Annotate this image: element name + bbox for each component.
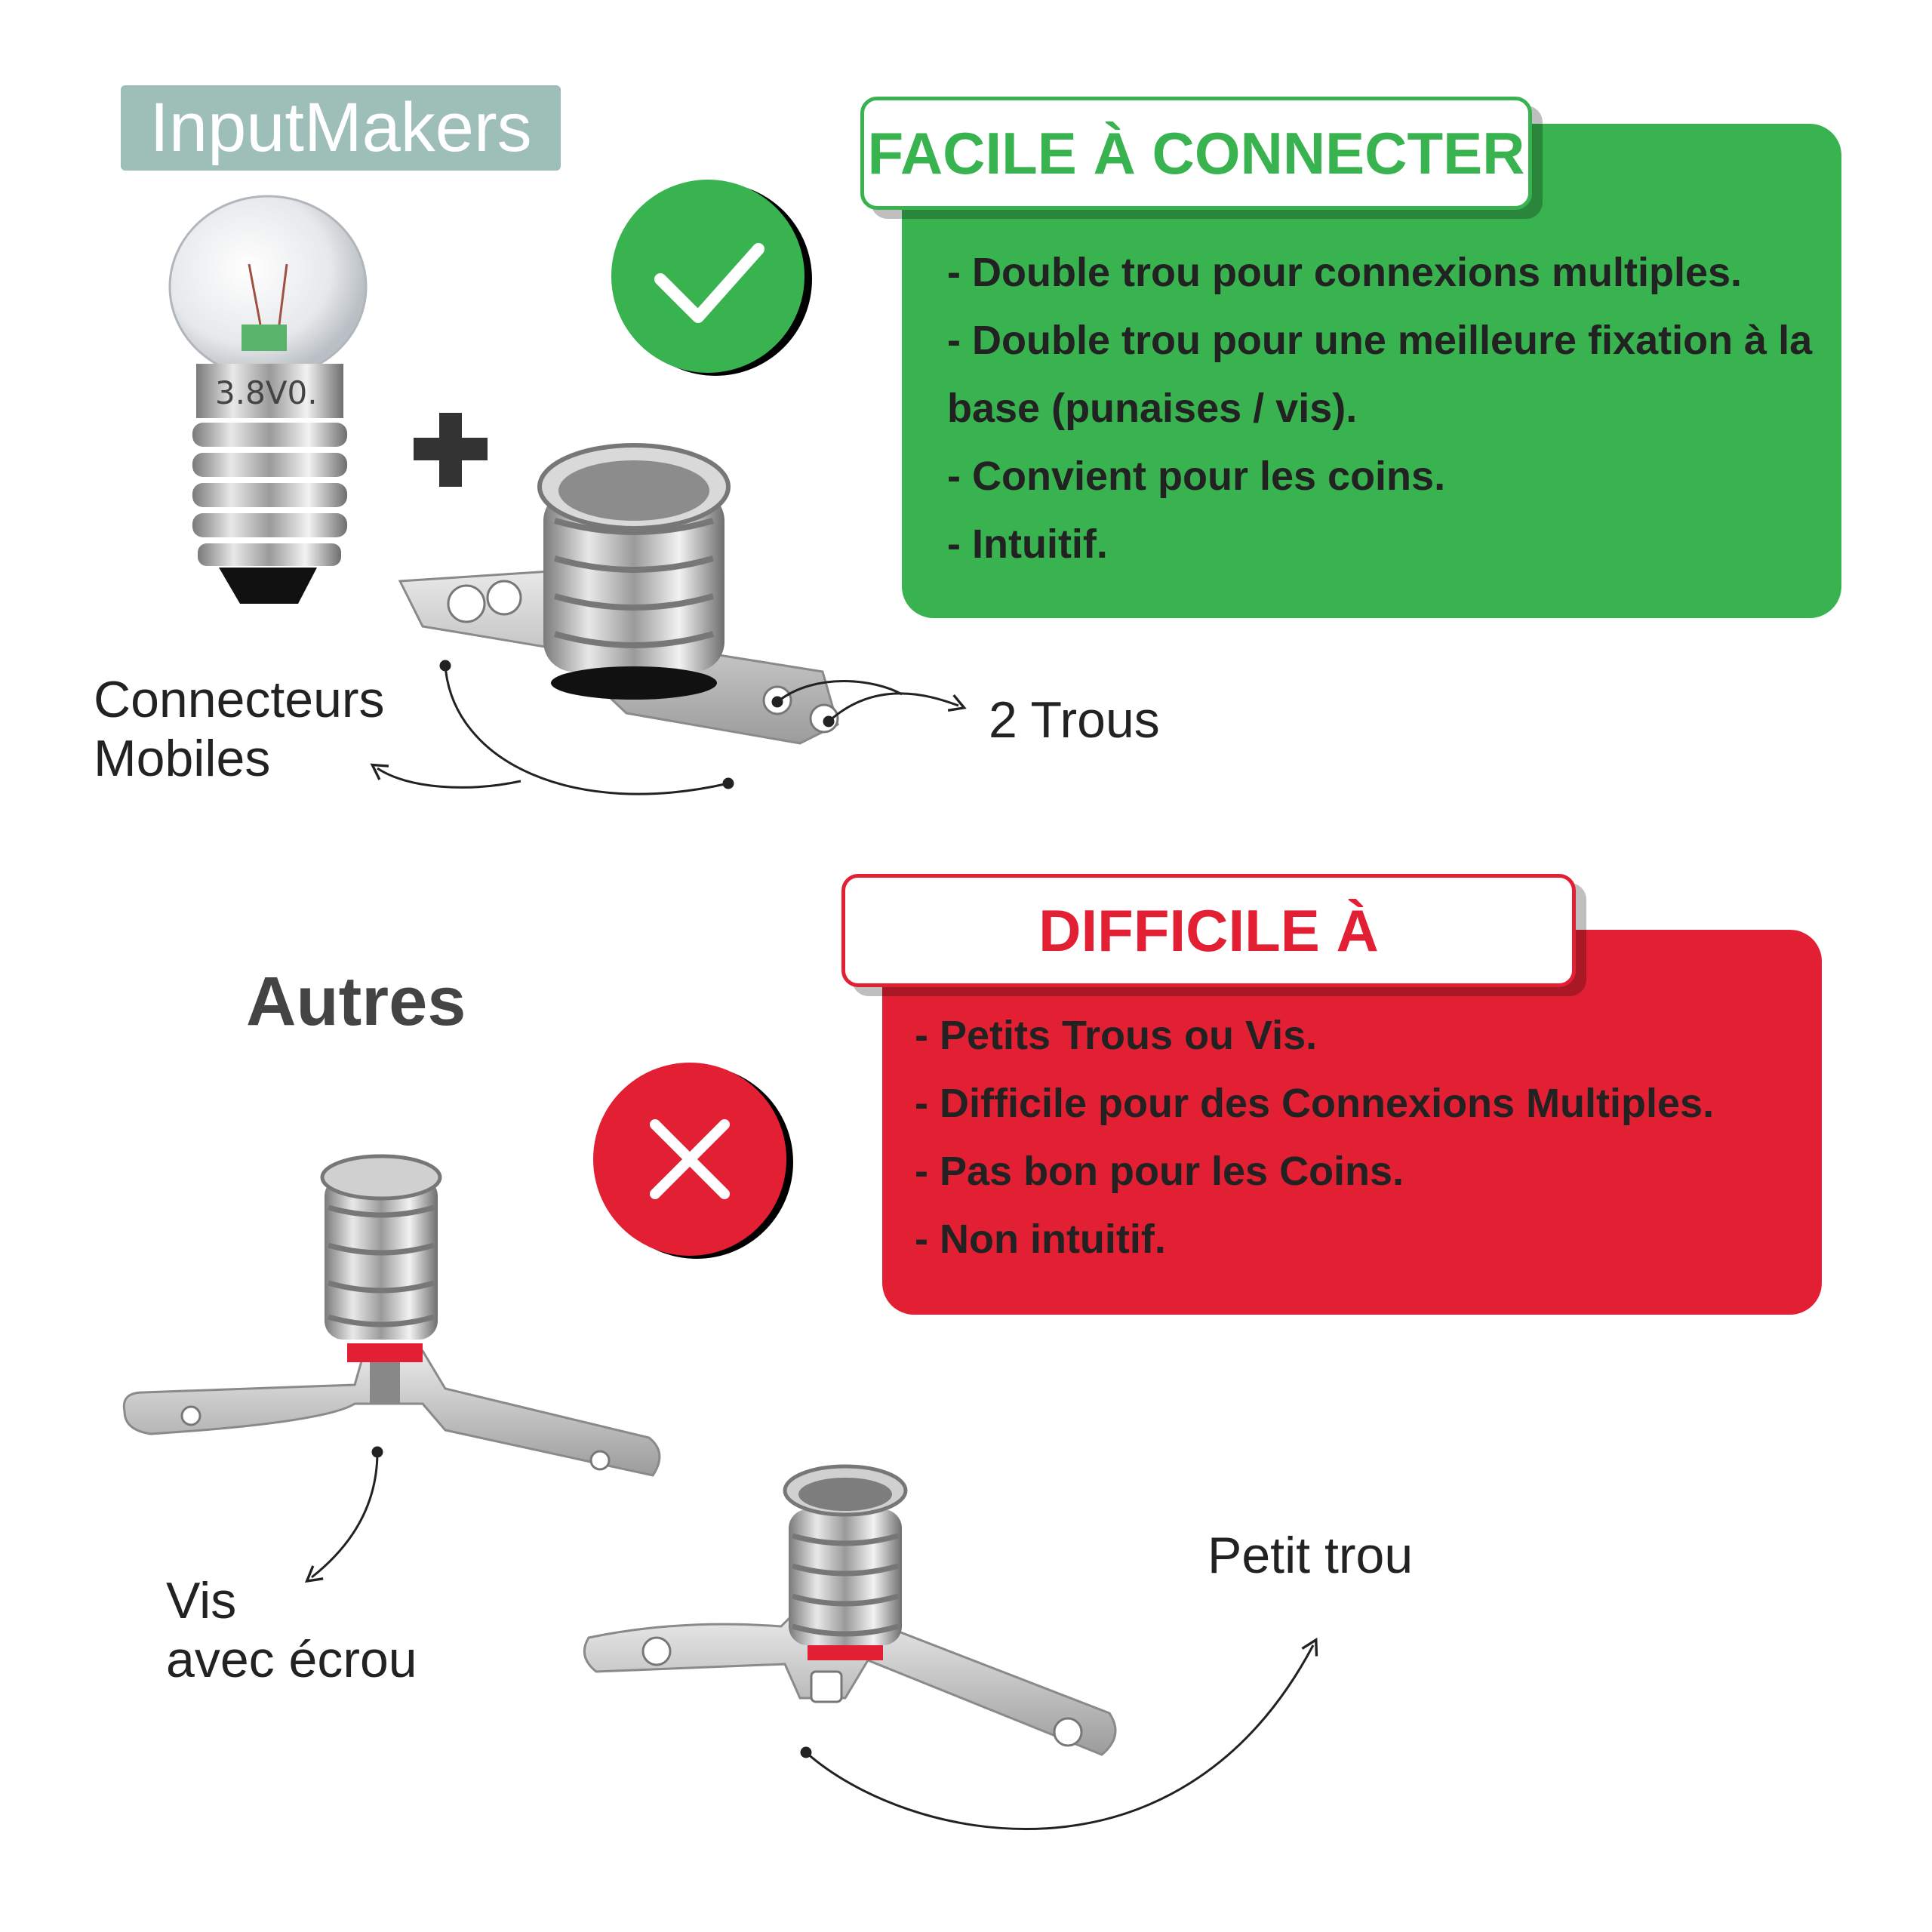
bad-item: - Petits Trous ou Vis. bbox=[915, 1013, 1318, 1058]
label-trous: 2 Trous bbox=[989, 691, 1160, 749]
brand-name: InputMakers bbox=[149, 89, 532, 166]
arrow-petit-trou bbox=[800, 1637, 1318, 1830]
bulb-threads bbox=[192, 423, 347, 566]
bad-item: - Non intuitif. bbox=[915, 1217, 1166, 1262]
label-connecteurs: Connecteurs Mobiles bbox=[94, 670, 385, 788]
good-item: - Double trou pour une meilleure fixatio… bbox=[947, 318, 1813, 431]
good-item: - Double trou pour connexions multiples. bbox=[947, 250, 1743, 295]
label-petit-trou: Petit trou bbox=[1208, 1527, 1414, 1584]
arrow-connecteurs bbox=[370, 660, 734, 795]
bad-list: - Petits Trous ou Vis. - Difficile pour … bbox=[915, 1001, 1805, 1273]
brand-logo: InputMakers bbox=[121, 85, 561, 171]
label-connecteurs-line1: Connecteurs bbox=[94, 671, 385, 728]
label-connecteurs-line2: Mobiles bbox=[94, 730, 271, 787]
good-title: FACILE À CONNECTER bbox=[860, 97, 1532, 210]
bad-panel bbox=[882, 930, 1822, 1315]
good-list: - Double trou pour connexions multiples.… bbox=[947, 238, 1815, 578]
label-vis: Vis avec écrou bbox=[166, 1571, 417, 1689]
good-item: - Convient pour les coins. bbox=[947, 454, 1446, 499]
heading-autres: Autres bbox=[246, 963, 466, 1040]
bad-title: DIFFICILE À CONNECTER bbox=[841, 874, 1576, 1069]
bulb-marking: 3.8V0. bbox=[215, 374, 318, 411]
label-vis-line2: avec écrou bbox=[166, 1631, 417, 1688]
arrow-trous bbox=[771, 680, 967, 728]
plus-icon bbox=[414, 413, 488, 487]
small-hole-socket-image bbox=[583, 1464, 1117, 1756]
label-vis-line1: Vis bbox=[166, 1572, 237, 1629]
good-socket-image bbox=[398, 443, 839, 745]
good-item: - Intuitif. bbox=[947, 521, 1108, 567]
bad-item: - Pas bon pour les Coins. bbox=[915, 1149, 1404, 1194]
cross-icon bbox=[593, 1063, 793, 1259]
arrow-vis bbox=[304, 1446, 383, 1583]
screw-socket-image bbox=[122, 1154, 661, 1477]
check-icon bbox=[611, 180, 812, 376]
bad-item: - Difficile pour des Connexions Multiple… bbox=[915, 1081, 1715, 1126]
bulb-image: 3.8V0. bbox=[168, 195, 368, 604]
